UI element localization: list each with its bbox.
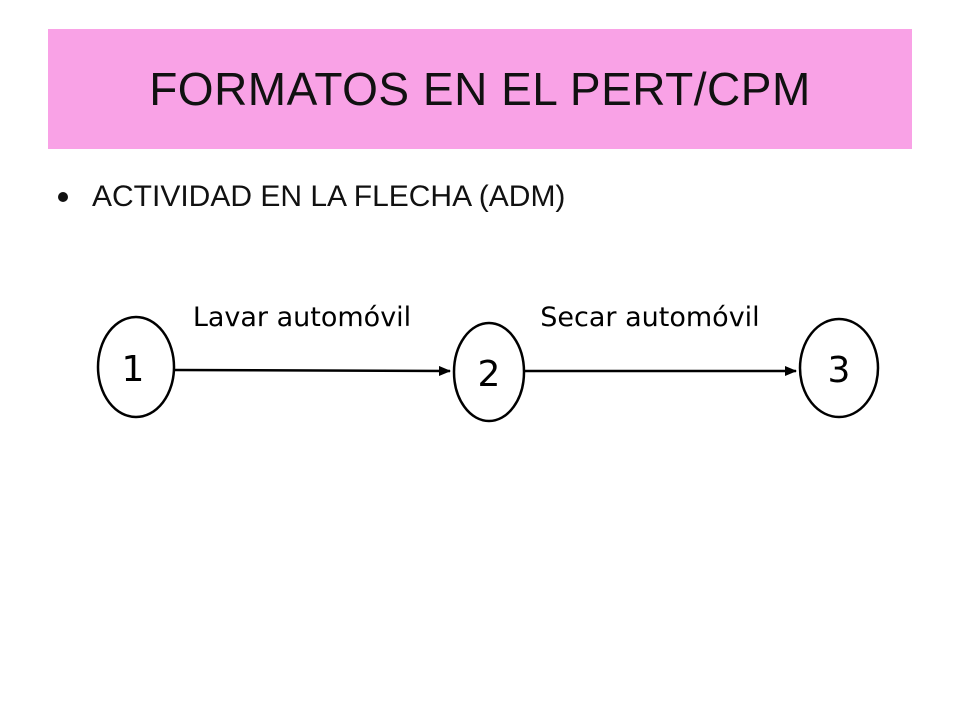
node-1-circle [96,315,176,419]
activity-label-secar: Secar automóvil [540,302,759,333]
node-1-label: 1 [122,349,145,390]
activity-lavar: Lavar automóvil [173,302,451,376]
activity-secar: Secar automóvil [524,302,797,376]
node-3-label: 3 [828,350,851,391]
node-3-circle [798,317,880,419]
bullet-item: ACTIVIDAD EN LA FLECHA (ADM) [58,180,565,214]
node-1: 1 [96,315,176,419]
title-banner: FORMATOS EN EL PERT/CPM [48,29,912,149]
node-3: 3 [798,317,880,419]
node-2-label: 2 [478,354,501,395]
bullet-dot-icon [58,192,68,202]
activity-arrow-1-2 [173,365,451,376]
bullet-text: ACTIVIDAD EN LA FLECHA (ADM) [92,180,566,213]
activity-label-lavar: Lavar automóvil [193,302,411,333]
node-2: 2 [452,321,526,423]
slide-title: FORMATOS EN EL PERT/CPM [149,63,811,115]
